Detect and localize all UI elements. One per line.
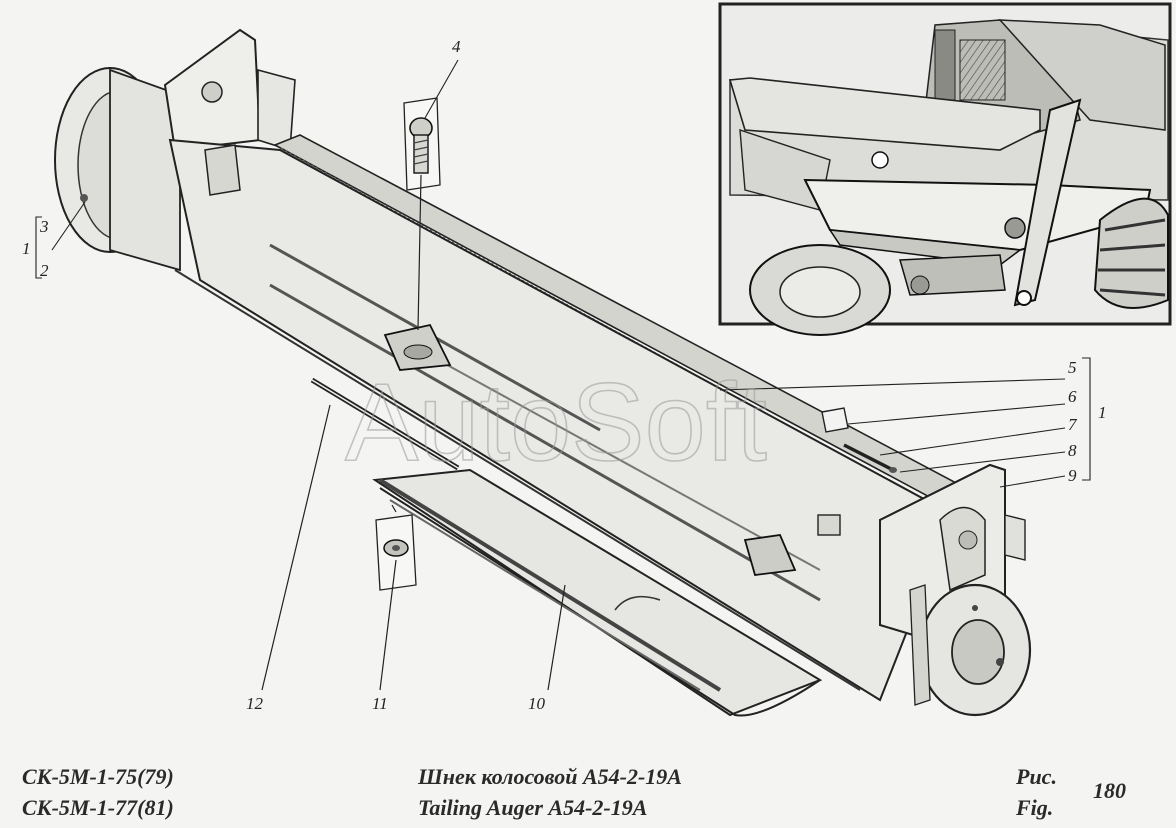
auger-housing (54, 28, 1032, 717)
callout-3: 3 (39, 217, 49, 236)
callout-7: 7 (1068, 415, 1078, 434)
callout-12: 12 (246, 694, 264, 713)
figure-label-en: Fig. (1016, 795, 1054, 820)
watermark: AutoSoft (345, 361, 767, 484)
callout-11: 11 (372, 694, 388, 713)
callout-1-right: 1 (1098, 403, 1107, 422)
figure-label-ru: Рис. (1016, 764, 1057, 789)
leader-lines (35, 59, 1091, 488)
callout-5: 5 (1068, 358, 1077, 377)
rod-part-12 (261, 377, 460, 691)
callout-1-left: 1 (22, 239, 31, 258)
callout-6: 6 (1068, 387, 1077, 406)
model-code-line-1: СК-5М-1-75(79) (22, 764, 174, 789)
figure-title-en: Tailing Auger А54-2-19А (418, 795, 648, 820)
cover-part-10 (372, 468, 823, 717)
callout-10: 10 (528, 694, 546, 713)
callout-2: 2 (40, 261, 49, 280)
inset-photo (718, 2, 1172, 336)
callout-9: 9 (1068, 466, 1077, 485)
callout-labels: 1 2 3 4 5 6 7 8 9 1 10 11 12 (22, 37, 1107, 713)
figure-title-ru: Шнек колосовой А54-2-19А (418, 764, 682, 789)
model-code-line-2: СК-5М-1-77(81) (22, 795, 174, 820)
callout-4: 4 (452, 37, 461, 56)
fastener-part-11 (375, 504, 417, 691)
callout-8: 8 (1068, 441, 1077, 460)
fastener-parts (821, 407, 897, 473)
bolt-part-4 (403, 97, 441, 331)
figure-number: 180 (1093, 778, 1126, 803)
